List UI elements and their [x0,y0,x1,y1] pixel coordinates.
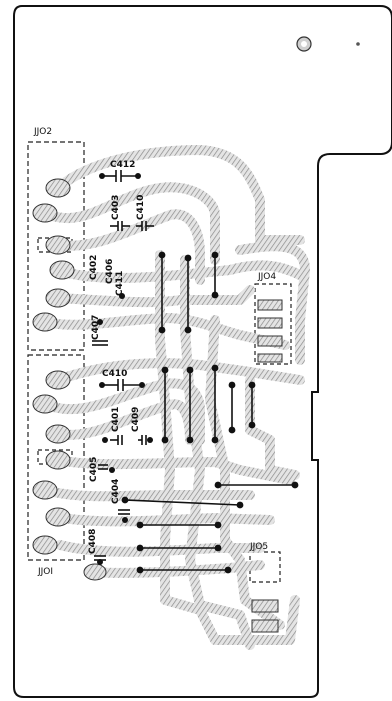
board-outline [13,5,392,698]
mounting-hole [356,42,360,46]
capacitor-label-c404: C404 [111,479,121,504]
capacitor-label-c405: C405 [89,457,99,482]
connector-label-jj01: JJOI [37,567,53,577]
capacitor-symbols [92,170,154,561]
mounting-hole [296,36,312,52]
capacitor-label-c406: C406 [105,259,115,284]
capacitor-label-c402: C402 [89,255,99,280]
connector-jj04-outline [254,283,292,365]
capacitor-label-c410: C410 [136,195,146,220]
connector-jj01-outline [27,354,85,561]
capacitor-label-c409: C409 [131,407,141,432]
connector-label-jj02: JJO2 [33,127,52,137]
capacitor-label-c411: C411 [115,271,125,296]
connector-label-jj05: JJO5 [249,542,268,552]
connector-label-jj04: JJO4 [257,272,276,282]
capacitor-label-c407: C407 [91,315,101,340]
capacitor-label-c401: C401 [111,407,121,432]
capacitor-label-c408: C408 [88,529,98,554]
component-pins [97,173,299,574]
capacitor-label-c403: C403 [111,195,121,220]
component-leads [124,255,295,571]
connector-pads [32,178,107,581]
right-connector-pads [251,299,283,633]
capacitor-label-c410b: C410 [102,369,127,379]
capacitor-label-c412: C412 [110,160,135,170]
